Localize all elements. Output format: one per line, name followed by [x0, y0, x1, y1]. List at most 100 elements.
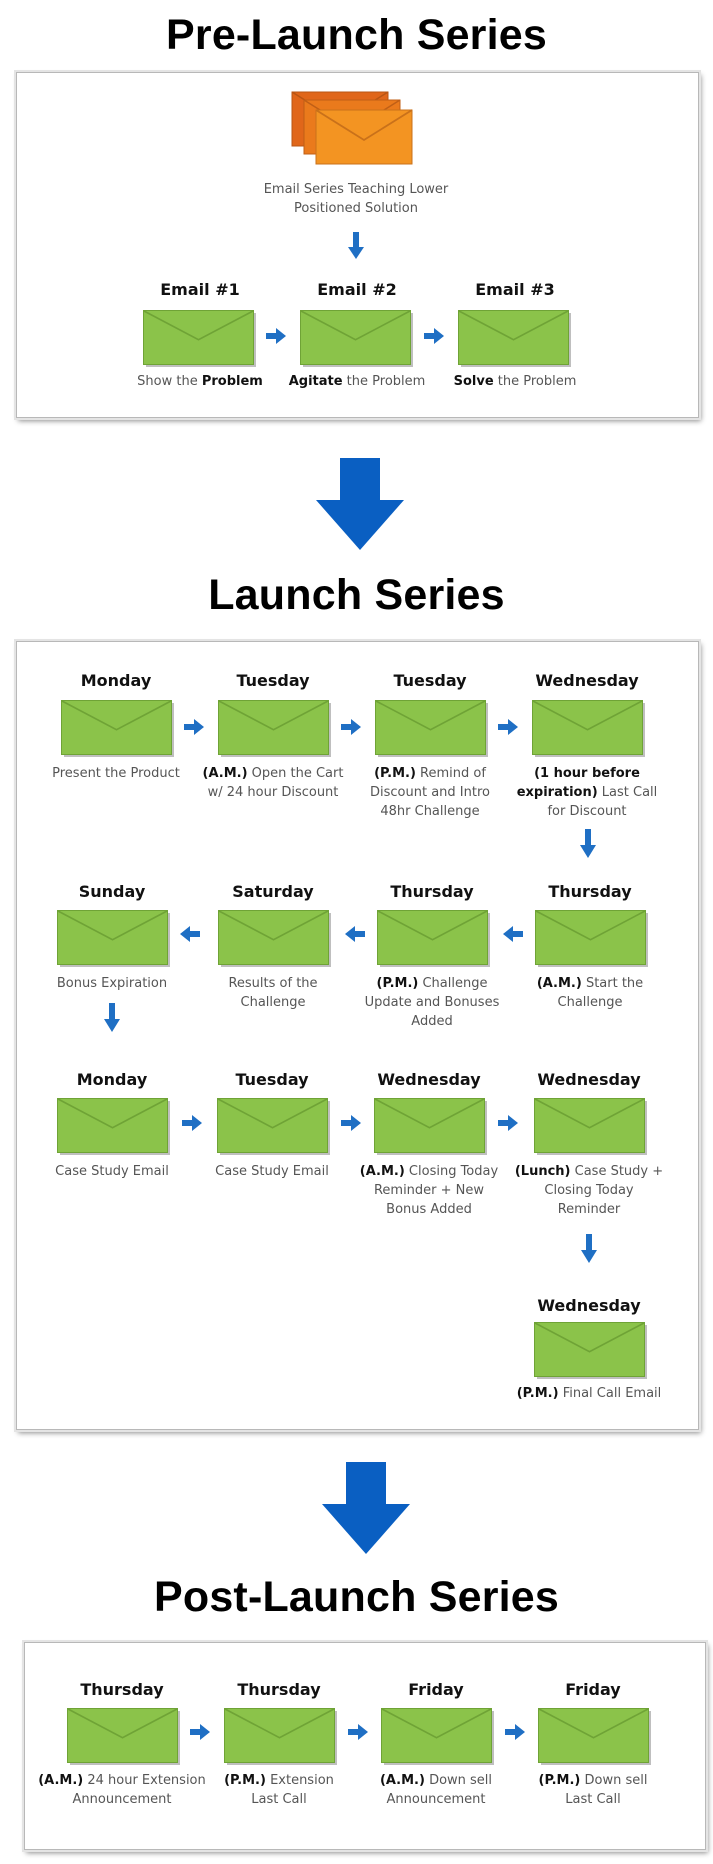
caption-text: Extension	[265, 1773, 334, 1788]
envelope-stack-icon	[291, 91, 413, 165]
pre-launch-top-caption: Email Series Teaching Lower Positioned S…	[263, 182, 449, 216]
caption-text: for Discount	[547, 804, 627, 819]
arrow-left-icon	[180, 926, 200, 942]
email-caption: Present the Product	[31, 764, 201, 783]
arrow-down-icon	[581, 1234, 597, 1263]
day-label: Monday	[76, 1070, 148, 1089]
arrow-down-icon	[104, 1003, 120, 1032]
caption-text: Remind of	[415, 766, 486, 781]
email-caption: (P.M.) Final Call Email	[504, 1384, 674, 1403]
caption-text: Closing Today	[404, 1164, 499, 1179]
day-label: Thursday	[80, 1680, 164, 1699]
arrow-right-icon	[498, 1115, 518, 1131]
caption-text: Challenge	[418, 976, 488, 991]
launch-panel	[16, 641, 699, 1430]
caption-text: Present the Product	[52, 766, 180, 781]
caption-text: Down sell	[424, 1773, 493, 1788]
envelope-icon	[224, 1708, 337, 1765]
arrow-right-icon	[348, 1724, 368, 1740]
caption-text: Case Study Email	[215, 1164, 329, 1179]
caption-text: Challenge	[557, 995, 623, 1010]
caption-bold: (A.M.)	[536, 976, 582, 991]
email-node: Wednesday(Lunch) Case Study +Closing Tod…	[504, 1070, 674, 1242]
envelope-icon	[57, 910, 170, 967]
envelope-icon	[300, 310, 413, 367]
caption-bold: (P.M.)	[224, 1773, 266, 1788]
email-label: Email #3	[475, 280, 555, 299]
day-label: Tuesday	[236, 671, 310, 690]
big-arrow-down-icon	[322, 1462, 410, 1554]
arrow-down-icon	[580, 829, 596, 858]
arrow-right-icon	[424, 328, 444, 344]
caption-text: Last Call	[597, 785, 658, 800]
email-caption: Bonus Expiration	[27, 974, 197, 993]
arrow-right-icon	[505, 1724, 525, 1740]
caption-text: Added	[411, 1014, 453, 1029]
day-label: Thursday	[548, 882, 632, 901]
caption-text: Case Study +	[570, 1164, 664, 1179]
day-label: Wednesday	[537, 1296, 641, 1315]
envelope-icon	[534, 1098, 647, 1155]
pre-launch-title: Pre-Launch Series	[166, 11, 547, 59]
big-arrow-down-icon	[316, 458, 404, 550]
launch-title: Launch Series	[208, 571, 505, 619]
day-label: Wednesday	[535, 671, 639, 690]
day-label: Monday	[80, 671, 152, 690]
caption-text: Case Study Email	[55, 1164, 169, 1179]
caption-text: Final Call Email	[558, 1386, 662, 1401]
caption-text: Challenge	[240, 995, 306, 1010]
caption-text: Reminder + New	[373, 1183, 485, 1198]
envelope-icon	[218, 700, 331, 757]
email-caption: Case Study Email	[187, 1162, 357, 1181]
day-label: Friday	[408, 1680, 464, 1699]
envelope-icon	[381, 1708, 494, 1765]
caption-text: Open the Cart	[247, 766, 344, 781]
post-launch-title: Post-Launch Series	[153, 1573, 560, 1621]
email-caption: Agitate the Problem	[272, 372, 442, 391]
caption-text: Show the	[137, 374, 202, 389]
caption-bold: Agitate	[288, 374, 343, 389]
envelope-icon	[458, 310, 571, 367]
caption-text: Announcement	[72, 1792, 172, 1807]
arrow-left-icon	[503, 926, 523, 942]
arrow-right-icon	[341, 1115, 361, 1131]
envelope-icon	[535, 910, 648, 967]
caption-text: Results of the	[228, 976, 318, 991]
caption-bold: Solve	[453, 374, 494, 389]
arrow-right-icon	[190, 1724, 210, 1740]
caption-text: w/ 24 hour Discount	[207, 785, 339, 800]
caption-text: Start the	[581, 976, 644, 991]
envelope-icon	[377, 910, 490, 967]
caption-text: Last Call	[251, 1792, 307, 1807]
email-caption: Solve the Problem	[430, 372, 600, 391]
day-label: Sunday	[78, 882, 146, 901]
day-label: Saturday	[232, 882, 314, 901]
caption-bold: (P.M.)	[516, 1386, 559, 1401]
caption-text: Announcement	[386, 1792, 486, 1807]
envelope-icon	[57, 1098, 170, 1155]
caption-text: Bonus Expiration	[56, 976, 168, 991]
email-label: Email #2	[317, 280, 397, 299]
day-label: Tuesday	[235, 1070, 309, 1089]
caption-text: the Problem	[342, 374, 426, 389]
arrow-left-icon	[345, 926, 365, 942]
